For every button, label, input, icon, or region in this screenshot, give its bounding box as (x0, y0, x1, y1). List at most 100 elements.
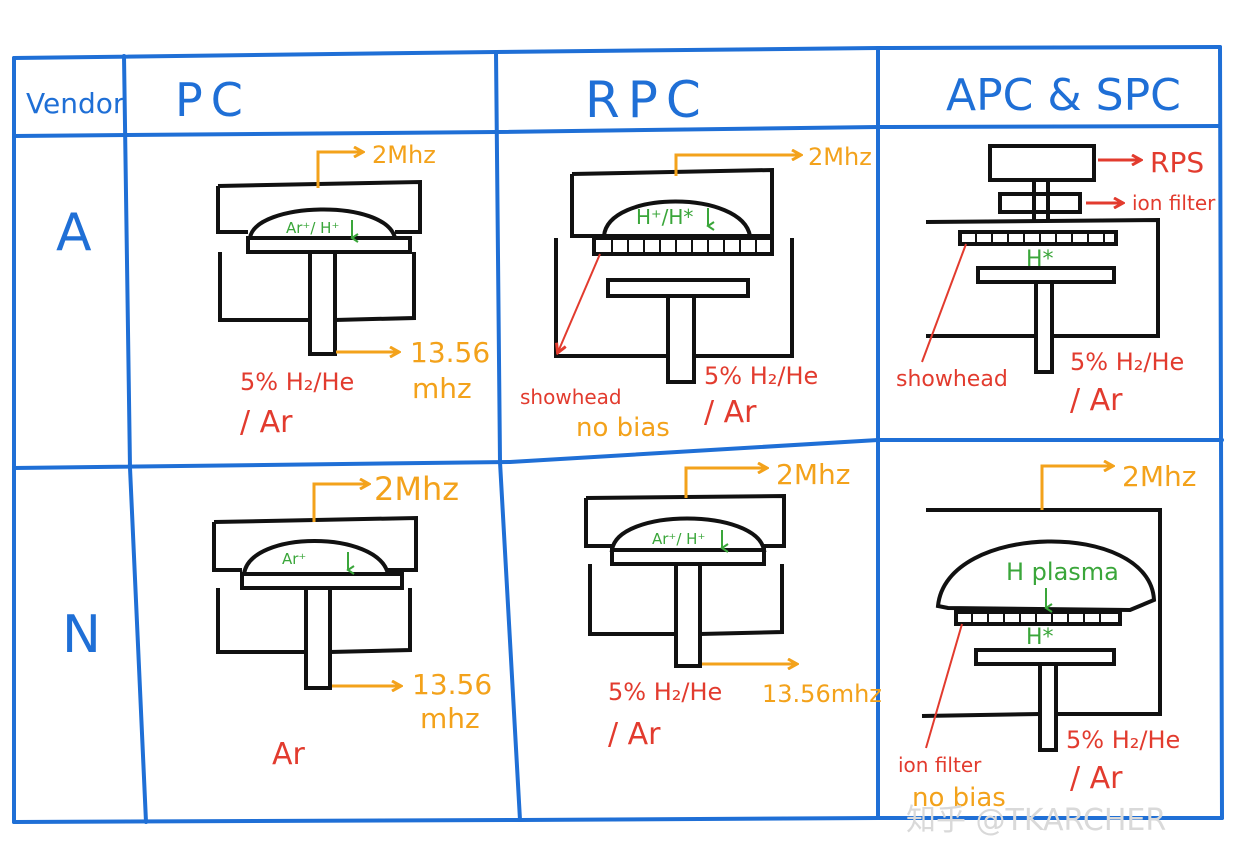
gas-label-2: / Ar (608, 717, 661, 752)
ion-filter-label: ion filter (1132, 191, 1216, 215)
showerhead-holes (611, 240, 757, 252)
cell-a-pc: 2Mhz Ar⁺/ H⁺ 13.56 mhz 5% H₂/He / Ar (216, 141, 490, 440)
grid-outer-bottom (12, 816, 1224, 824)
pedestal-plate (974, 648, 1116, 666)
plasma-dome (247, 207, 398, 240)
grid-col-pc-rpc (494, 50, 522, 822)
chamber-lid (213, 515, 418, 572)
rf-top-line (312, 484, 368, 522)
gas-label-2: / Ar (1070, 383, 1123, 418)
grid-row-divider (12, 438, 1224, 470)
electrode-plate (246, 236, 412, 254)
pedestal-stem (1034, 280, 1054, 374)
column-header-rpc: RPC (585, 71, 709, 129)
rf-top-line (316, 152, 362, 188)
electrode-plate (240, 572, 404, 590)
bias-label: no bias (912, 783, 1006, 813)
showerhead-plate (958, 230, 1118, 246)
rps-box (988, 144, 1096, 182)
plasma-label: H plasma (1006, 558, 1119, 586)
plasma-species: Ar⁺/ H⁺ (286, 219, 339, 237)
cell-n-pc: 2Mhz Ar⁺ 13.56 mhz Ar (212, 470, 492, 772)
gas-label-1: 5% H₂/He (704, 362, 818, 390)
rf-bottom-label: 13.56mhz (762, 680, 882, 708)
pedestal-stem (666, 294, 696, 384)
rf-top-label: 2Mhz (374, 470, 459, 508)
pedestal-stem (674, 562, 702, 668)
pedestal-stem (1038, 662, 1058, 752)
rf-top-label: 2Mhz (808, 143, 872, 171)
chamber-a-pc (216, 179, 422, 356)
plasma-dome (609, 516, 767, 552)
rf-top-line (674, 155, 800, 176)
chamber-body (218, 252, 416, 322)
chamber-n-apc (921, 508, 1162, 752)
grid-outer-top (12, 45, 1222, 60)
rf-bottom-label-1: 13.56 (410, 336, 490, 369)
radical-label: H* (1026, 625, 1054, 650)
gas-label: Ar (272, 737, 306, 772)
grid-header-line (12, 124, 1222, 138)
gas-label-2: / Ar (1070, 761, 1123, 796)
rf-top-line (684, 468, 766, 498)
column-header-apc-spc: APC & SPC (946, 70, 1181, 121)
rf-top-line (1040, 466, 1112, 510)
chamber-n-pc (212, 515, 418, 690)
showerhead-pointer (558, 253, 601, 352)
chamber-a-rpc (554, 167, 794, 384)
plasma-dome (601, 199, 753, 238)
showerhead-plate (954, 610, 1122, 626)
ion-filter-pointer (925, 623, 963, 749)
grid-vendor-col (122, 54, 148, 824)
feed-tube (1032, 180, 1050, 222)
rf-top-label: 2Mhz (776, 458, 850, 491)
showerhead-holes (975, 234, 1105, 242)
watermark: 知乎 @TKARCHER (906, 803, 1166, 838)
chamber-a-apc (925, 144, 1160, 374)
table-grid (12, 45, 1224, 824)
cell-a-apc: RPS ion filter H* showhead 5% H₂/He / Ar (896, 144, 1216, 418)
bias-label: no bias (576, 413, 670, 443)
rf-bottom-label-2: mhz (412, 372, 472, 405)
showerhead-plate (592, 236, 774, 256)
row-label-a: A (56, 203, 92, 263)
gas-label-2: / Ar (704, 395, 757, 430)
vendor-header: Vendor (26, 87, 125, 120)
plasma-dome (935, 539, 1157, 613)
chamber-body (588, 564, 784, 636)
electrode-plate (610, 548, 766, 566)
gas-label-1: 5% H₂/He (1066, 726, 1180, 754)
radical-label: H* (1026, 247, 1054, 272)
rf-bottom-label-2: mhz (420, 702, 480, 735)
chamber-lid (925, 217, 1160, 338)
cell-n-rpc: 2Mhz Ar⁺/ H⁺ 13.56mhz 5% H₂/He / Ar (584, 458, 882, 752)
showerhead-pointer (921, 243, 967, 363)
pedestal-stem (304, 586, 332, 690)
rf-bottom-label-1: 13.56 (412, 668, 492, 701)
row-label-n: N (62, 605, 101, 665)
plasma-species: Ar⁺/ H⁺ (652, 530, 705, 548)
plasma-dome (241, 539, 391, 576)
showerhead-label: showhead (520, 385, 622, 409)
cell-n-apc: 2Mhz H plasma H* ion filter no bias 5% H… (898, 460, 1196, 813)
gas-label-2: / Ar (240, 405, 293, 440)
column-header-pc: PC (175, 73, 251, 127)
cell-a-rpc: 2Mhz H⁺/H* showhead no bias 5% H₂/He / A… (520, 143, 872, 443)
showerhead-label: showhead (896, 367, 1008, 392)
plasma-species: H⁺/H* (636, 205, 693, 229)
grid-outer-right (1218, 45, 1224, 820)
gas-label-1: 5% H₂/He (608, 678, 722, 706)
plasma-species: Ar⁺ (282, 550, 306, 568)
chamber-body (554, 238, 794, 358)
gas-label-1: 5% H₂/He (1070, 348, 1184, 376)
pedestal-plate (606, 278, 750, 298)
showerhead-holes (971, 614, 1101, 622)
chamber-body (216, 588, 412, 654)
rf-top-label: 2Mhz (1122, 460, 1196, 493)
pedestal-stem (308, 250, 337, 356)
rf-top-label: 2Mhz (372, 141, 436, 169)
chamber-n-rpc (584, 493, 786, 668)
ion-filter-label: ion filter (898, 753, 982, 777)
